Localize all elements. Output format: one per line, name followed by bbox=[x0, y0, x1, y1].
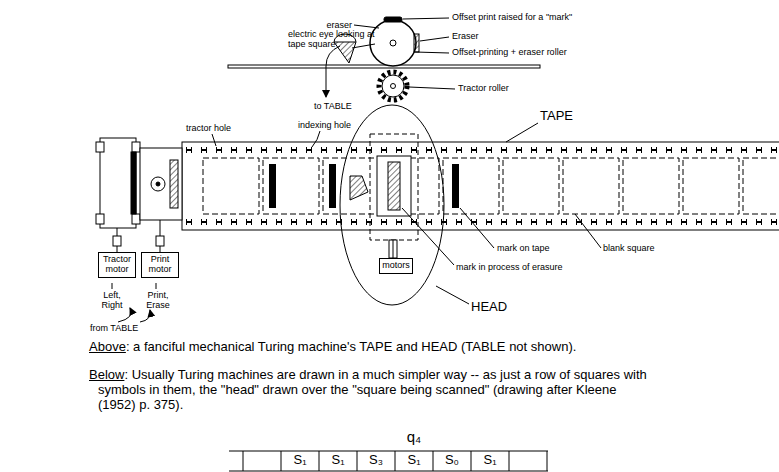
cell-symbol: S₁ bbox=[293, 452, 306, 467]
cell-border bbox=[433, 451, 434, 471]
part-label-box: HEAD bbox=[471, 300, 507, 315]
part-label-box: eraser bbox=[326, 20, 352, 30]
side-view bbox=[228, 17, 540, 100]
part-label-box: tractor hole bbox=[186, 123, 231, 133]
cell-border bbox=[509, 451, 510, 471]
tape-square bbox=[203, 158, 259, 214]
signal-label-box: to TABLE bbox=[314, 101, 352, 111]
signal-label: Print, Erase bbox=[146, 290, 170, 310]
leader-lines bbox=[212, 123, 601, 304]
part-label-box: mark in process of erasure bbox=[456, 262, 563, 272]
cell-symbol-box: S₀ bbox=[445, 453, 459, 468]
cell-border bbox=[395, 451, 396, 471]
cell-border bbox=[471, 451, 472, 471]
signal-label-box: from TABLE bbox=[90, 323, 138, 333]
part-label: Eraser bbox=[452, 31, 479, 41]
tape-square bbox=[263, 158, 319, 214]
tape-square bbox=[563, 158, 619, 214]
part-label-box: TAPE bbox=[540, 109, 573, 124]
signal-label: from TABLE bbox=[90, 323, 138, 333]
signal-label: Left, Right bbox=[101, 290, 122, 310]
cell-border bbox=[243, 451, 244, 471]
cell-border bbox=[357, 451, 358, 471]
caption-text-box: Below: Usually Turing machines are drawn… bbox=[89, 368, 649, 413]
cell-symbol-box: S₁ bbox=[293, 453, 306, 468]
part-label-box: Offset print raised for a "mark" bbox=[452, 12, 572, 22]
state-label: q₄ bbox=[407, 428, 421, 445]
cell-border bbox=[319, 451, 320, 471]
head bbox=[340, 105, 444, 305]
motor-assembly bbox=[96, 138, 182, 322]
cell-symbol: S₁ bbox=[331, 452, 344, 467]
part-label: Offset-printing + eraser roller bbox=[452, 47, 567, 57]
motor-box: Tractor motor bbox=[98, 252, 136, 278]
cell-symbol: S₃ bbox=[369, 452, 383, 467]
motor-label: motors bbox=[382, 260, 410, 270]
signal-label: to TABLE bbox=[314, 101, 352, 111]
part-label: mark in process of erasure bbox=[456, 262, 563, 272]
motor-box: motors bbox=[379, 258, 413, 274]
caption-text: : Usually Turing machines are drawn in a… bbox=[98, 367, 647, 412]
cell-symbol-box: S₃ bbox=[369, 453, 383, 468]
part-label-box: Eraser bbox=[452, 31, 479, 41]
tape-square bbox=[623, 158, 679, 214]
cell-border bbox=[281, 451, 282, 471]
part-label-box: mark on tape bbox=[497, 243, 550, 253]
cell-symbol: S₁ bbox=[483, 452, 496, 467]
tape-square bbox=[443, 158, 499, 214]
part-label-box: Offset-printing + eraser roller bbox=[452, 47, 567, 57]
cell-symbol-box: S₁ bbox=[483, 453, 496, 468]
caption-text: : a fanciful mechanical Turing machine's… bbox=[126, 339, 576, 354]
caption-text-box: Above: a fanciful mechanical Turing mach… bbox=[89, 340, 576, 355]
part-label: HEAD bbox=[471, 299, 507, 314]
part-label: blank square bbox=[603, 243, 655, 253]
simple-tape bbox=[229, 451, 548, 471]
part-label: indexing hole bbox=[298, 120, 351, 130]
motor-label: Tractor motor bbox=[103, 254, 131, 274]
tape bbox=[182, 142, 779, 230]
tape-square bbox=[683, 158, 739, 214]
caption-text: Below bbox=[89, 367, 124, 382]
tape-square bbox=[743, 158, 779, 214]
part-label: eraser bbox=[326, 20, 352, 30]
caption-text: Above bbox=[89, 339, 126, 354]
part-label: mark on tape bbox=[497, 243, 550, 253]
cell-symbol-box: S₁ bbox=[407, 453, 420, 468]
state-label-box: q₄ bbox=[407, 428, 421, 445]
tape-square bbox=[323, 158, 379, 214]
part-label-box: Tractor roller bbox=[458, 83, 509, 93]
signal-label-box: Left, Right bbox=[97, 290, 127, 311]
tape-square bbox=[503, 158, 559, 214]
part-label: Tractor roller bbox=[458, 83, 509, 93]
part-label-box: indexing hole bbox=[298, 120, 351, 130]
cell-border bbox=[547, 451, 548, 471]
part-label: tractor hole bbox=[186, 123, 231, 133]
cell-symbol-box: S₁ bbox=[331, 453, 344, 468]
part-label: TAPE bbox=[540, 108, 573, 123]
cell-symbol: S₁ bbox=[407, 452, 420, 467]
part-label: electric eye looking at tape square bbox=[288, 29, 375, 49]
part-label: Offset print raised for a "mark" bbox=[452, 12, 572, 22]
part-label-box: electric eye looking at tape square bbox=[288, 29, 380, 50]
motor-label: Print motor bbox=[148, 254, 171, 274]
signal-label-box: Print, Erase bbox=[141, 290, 175, 311]
motor-box: Print motor bbox=[141, 252, 179, 278]
part-label-box: blank square bbox=[603, 243, 655, 253]
cell-symbol: S₀ bbox=[445, 452, 459, 467]
